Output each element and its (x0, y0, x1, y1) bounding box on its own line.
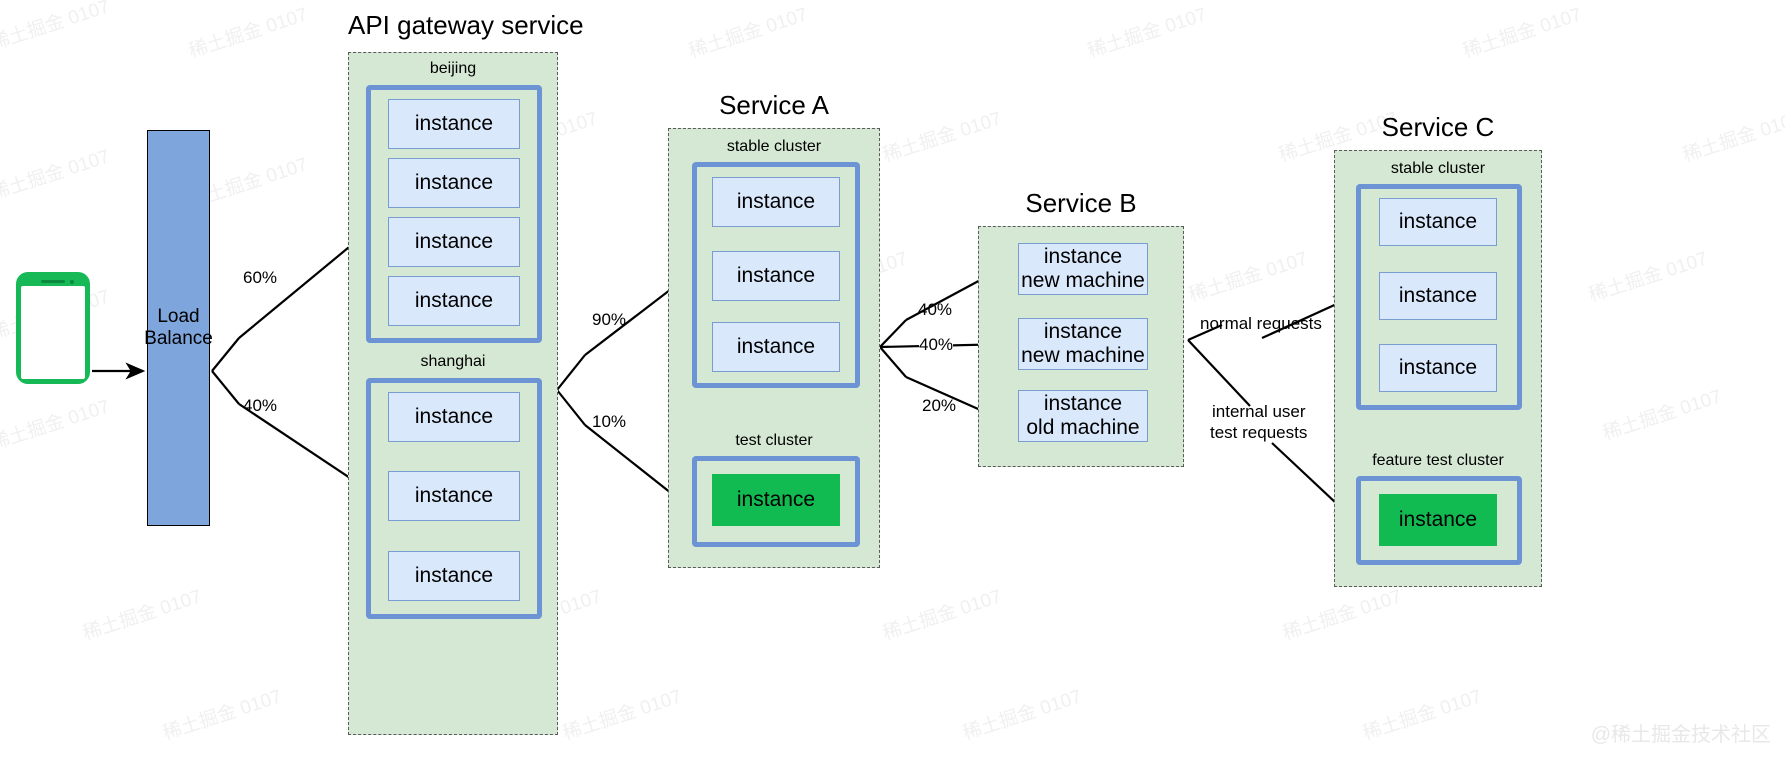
edge-label-a-b-new2: 40% (919, 335, 954, 356)
watermark: 稀土掘金 0107 (1085, 4, 1210, 63)
edge-label-a-b-old: 20% (922, 396, 957, 415)
phone-speaker (41, 280, 65, 283)
cluster-label-beijing: beijing (429, 60, 477, 77)
instance-box-test[interactable]: instance (1379, 494, 1497, 546)
instance-label: instance (414, 112, 494, 136)
edge-label-a-b-new1: 40% (918, 300, 953, 319)
watermark: 稀土掘金 0107 (0, 146, 113, 205)
instance-label: instance (414, 484, 494, 508)
watermark: 稀土掘金 0107 (160, 686, 285, 745)
watermark: 稀土掘金 0107 (686, 4, 811, 63)
watermark: 稀土掘金 0107 (186, 4, 311, 63)
instance-label: instance (736, 264, 816, 288)
instance-sublabel: new machine (1021, 344, 1145, 367)
instance-box[interactable]: instance (1379, 198, 1497, 246)
instance-box[interactable]: instance (388, 551, 520, 601)
instance-label: instance (1398, 356, 1478, 380)
edge-label-lb-beijing: 60% (243, 268, 278, 287)
load-balancer-label-line1: Load (157, 305, 200, 327)
cluster-label-shanghai: shanghai (420, 353, 486, 370)
instance-box[interactable]: instance old machine (1018, 390, 1148, 442)
instance-box[interactable]: instance (1379, 272, 1497, 320)
watermark: 稀土掘金 0107 (1186, 248, 1311, 307)
edge-label-b-c-normal: normal requests (1200, 314, 1322, 333)
edge-label-b-c-internal-line1: internal user (1212, 402, 1306, 421)
instance-box-test[interactable]: instance (712, 474, 840, 526)
instance-label: instance (736, 335, 816, 359)
load-balancer-label-line2: Balance (144, 328, 213, 349)
instance-label: instance (736, 488, 816, 512)
instance-label: instance (1398, 284, 1478, 308)
instance-label: instance (414, 289, 494, 313)
cluster-label-a-stable: stable cluster (726, 138, 822, 155)
service-b-title: Service B (1025, 188, 1137, 218)
instance-label: instance (414, 405, 494, 429)
watermark: 稀土掘金 0107 (1600, 386, 1725, 445)
instance-box[interactable]: instance new machine (1018, 318, 1148, 370)
cluster-label-a-test: test cluster (735, 432, 813, 449)
instance-box[interactable]: instance (388, 276, 520, 326)
instance-box[interactable]: instance (388, 217, 520, 267)
edge-label-lb-shanghai: 40% (243, 396, 278, 415)
api-gateway-title: API gateway service (348, 10, 584, 40)
instance-label: instance (1398, 210, 1478, 234)
watermark: 稀土掘金 0107 (560, 686, 685, 745)
instance-box[interactable]: instance (388, 471, 520, 521)
watermark: 稀土掘金 0107 (1460, 4, 1585, 63)
edge-label-gw-stable-a: 90% (592, 310, 627, 329)
instance-label: instance (1043, 392, 1123, 416)
instance-label: instance (414, 230, 494, 254)
instance-label: instance (1043, 245, 1123, 269)
instance-sublabel: new machine (1021, 269, 1145, 292)
instance-box[interactable]: instance (1379, 344, 1497, 392)
service-c-title: Service C (1381, 112, 1495, 142)
phone-screen (21, 286, 85, 379)
watermark: 稀土掘金 0107 (0, 396, 113, 455)
instance-sublabel: old machine (1026, 416, 1140, 439)
instance-label: instance (414, 171, 494, 195)
watermark: 稀土掘金 0107 (880, 586, 1005, 645)
watermark: 稀土掘金 0107 (1680, 108, 1785, 167)
watermark: 稀土掘金 0107 (1360, 686, 1485, 745)
instance-box[interactable]: instance (388, 392, 520, 442)
corner-watermark: @稀土掘金技术社区 (1590, 724, 1771, 746)
instance-box[interactable]: instance new machine (1018, 243, 1148, 295)
watermark: 稀土掘金 0107 (1586, 248, 1711, 307)
watermark: 稀土掘金 0107 (960, 686, 1085, 745)
instance-label: instance (1398, 508, 1478, 532)
instance-box[interactable]: instance (712, 322, 840, 372)
edge-label-b-c-internal-line2: test requests (1210, 423, 1308, 442)
edge-label-gw-test-a: 10% (592, 412, 627, 431)
instance-label: instance (414, 564, 494, 588)
watermark: 稀土掘金 0107 (880, 108, 1005, 167)
watermark: 稀土掘金 0107 (80, 586, 205, 645)
watermark: 稀土掘金 0107 (0, 0, 113, 55)
instance-box[interactable]: instance (388, 158, 520, 208)
cluster-label-c-feature-test: feature test cluster (1372, 452, 1504, 469)
cluster-label-c-stable: stable cluster (1390, 160, 1486, 177)
service-a-title: Service A (719, 90, 829, 120)
instance-label: instance (736, 190, 816, 214)
instance-box[interactable]: instance (388, 99, 520, 149)
instance-label: instance (1043, 320, 1123, 344)
instance-box[interactable]: instance (712, 177, 840, 227)
watermark: 稀土掘金 0107 (1280, 586, 1405, 645)
load-balancer[interactable]: Load Balance (144, 130, 213, 526)
instance-box[interactable]: instance (712, 251, 840, 301)
phone-camera (70, 279, 74, 284)
mobile-phone-icon (16, 272, 90, 384)
phone-home-button (40, 368, 66, 375)
